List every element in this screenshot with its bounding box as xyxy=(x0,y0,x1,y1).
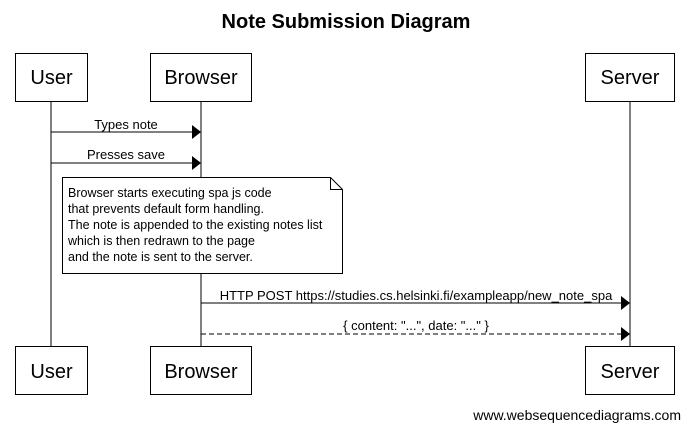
message-label: HTTP POST https://studies.cs.helsinki.fi… xyxy=(220,288,613,303)
actor-user-bottom: User xyxy=(15,346,88,395)
note-box: Browser starts executing spa js code tha… xyxy=(62,177,343,274)
message-http-post: HTTP POST https://studies.cs.helsinki.fi… xyxy=(201,288,630,310)
actor-user-bottom-label: User xyxy=(30,361,73,383)
actor-server-top: Server xyxy=(585,53,675,102)
message-label: Presses save xyxy=(87,147,165,162)
actor-browser-bottom: Browser xyxy=(150,346,252,395)
note-line: that prevents default form handling. xyxy=(68,202,264,216)
actor-user-top-label: User xyxy=(30,67,73,89)
note-line: The note is appended to the existing not… xyxy=(68,218,323,232)
note-line: Browser starts executing spa js code xyxy=(68,186,272,200)
actor-browser-top-label: Browser xyxy=(164,67,238,89)
message-payload: { content: "...", date: "..." } xyxy=(201,318,630,341)
arrowhead-icon xyxy=(621,296,630,310)
message-label: Types note xyxy=(94,117,158,132)
footer-watermark: www.websequencediagrams.com xyxy=(472,407,681,423)
actor-browser-bottom-label: Browser xyxy=(164,361,238,383)
arrowhead-icon xyxy=(192,156,201,170)
diagram-title: Note Submission Diagram xyxy=(222,11,471,33)
message-presses-save: Presses save xyxy=(51,147,201,170)
note-line: which is then redrawn to the page xyxy=(67,234,255,248)
actor-server-bottom: Server xyxy=(585,346,675,395)
arrowhead-icon xyxy=(192,125,201,139)
actor-server-top-label: Server xyxy=(601,67,660,89)
message-label: { content: "...", date: "..." } xyxy=(343,318,489,333)
arrowhead-icon xyxy=(621,327,630,341)
actor-browser-top: Browser xyxy=(150,53,252,102)
folded-corner-icon xyxy=(330,177,343,190)
actor-server-bottom-label: Server xyxy=(601,361,660,383)
actor-user-top: User xyxy=(15,53,88,102)
message-types-note: Types note xyxy=(51,117,201,139)
note-line: and the note is sent to the server. xyxy=(68,250,253,264)
